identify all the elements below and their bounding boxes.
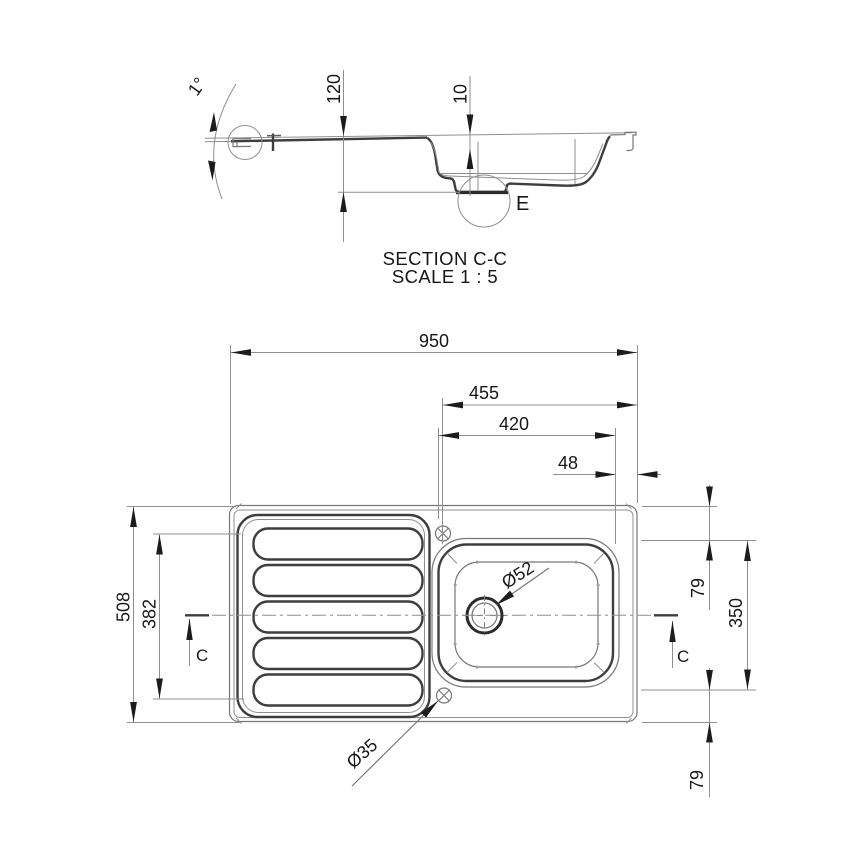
bowl-outline xyxy=(431,537,620,688)
arrow xyxy=(231,349,251,356)
tap-hole-callout: Ø35 xyxy=(343,700,439,787)
bowl-offset-label: 455 xyxy=(469,383,499,403)
detail-circle xyxy=(457,174,511,228)
arrow xyxy=(637,471,658,478)
bowl-top-gap-label: 79 xyxy=(688,578,708,598)
arrow xyxy=(595,432,615,439)
arrow xyxy=(595,471,616,478)
arrow xyxy=(340,116,347,136)
dim-overall-width: 950 xyxy=(230,331,638,504)
tap-hole-bottom-cross xyxy=(438,689,450,702)
drainer-rib xyxy=(252,673,424,707)
depth-label: 120 xyxy=(324,74,344,104)
right-ext-lines xyxy=(641,506,756,723)
dim-bowl-offset: 455 xyxy=(442,383,638,544)
section-marker-right: C xyxy=(677,647,689,666)
left-end-cap xyxy=(232,138,252,148)
sink-rim xyxy=(233,509,634,718)
dim-rim-thickness: 10 xyxy=(451,76,474,196)
bowl-section-outline xyxy=(426,135,611,193)
arrow xyxy=(340,192,347,212)
section-scale: SCALE 1 : 5 xyxy=(392,266,498,287)
right-rim-end xyxy=(609,131,637,152)
section-profile xyxy=(204,125,637,195)
angle-arrow-bottom xyxy=(208,160,216,181)
dim-bowl-edge-gap: 48 xyxy=(553,453,661,478)
angle-label: 1° xyxy=(184,74,210,100)
leader-arrow xyxy=(421,701,438,718)
drainer xyxy=(236,513,431,719)
drainer-rib xyxy=(252,563,424,598)
angle-arc xyxy=(213,83,237,200)
bowl-basin xyxy=(454,561,599,668)
dim-drainer-depth: 382 xyxy=(140,533,244,700)
tap-hole-bottom xyxy=(435,687,453,704)
arrow xyxy=(156,678,163,699)
arrow xyxy=(744,541,751,561)
bowl-section-inner xyxy=(429,141,604,181)
detail-label: E xyxy=(516,193,529,215)
arrow xyxy=(617,349,637,356)
dim-bowl-top-gap: 79 xyxy=(688,485,713,610)
section-arrow-right xyxy=(669,620,676,642)
arrow xyxy=(617,401,637,409)
arrow xyxy=(706,722,713,743)
dim-bowl-bottom-gap: 79 xyxy=(687,668,713,797)
bowl xyxy=(431,537,620,688)
tap-hole-label: Ø35 xyxy=(343,735,382,773)
arrow xyxy=(130,702,137,722)
plan-view: C C 950 455 420 xyxy=(114,331,756,797)
drainer-rib xyxy=(252,527,424,561)
sink-body xyxy=(228,503,638,724)
drainer-surface-line xyxy=(230,136,428,143)
arrow xyxy=(744,669,751,690)
sink-outline xyxy=(228,504,638,723)
left-detail-circle xyxy=(227,125,263,160)
drainer-recess xyxy=(236,513,431,719)
drainer-rib xyxy=(252,636,424,671)
section-view: 1° 120 10 E SECTION C-C SCALE 1 : 5 xyxy=(184,70,637,287)
arrow xyxy=(443,401,463,409)
corner-ticks xyxy=(235,503,632,724)
section-arrow-left xyxy=(186,618,193,640)
basin-tangent-ticks xyxy=(453,560,600,669)
leader-arrow xyxy=(496,590,514,605)
rim-label: 10 xyxy=(451,84,471,104)
drainer-recess-inner xyxy=(242,519,425,713)
overall-width-label: 950 xyxy=(419,331,449,351)
section-marker-left: C xyxy=(196,646,208,665)
overall-depth-label: 508 xyxy=(114,592,134,622)
section-cut-line: C C xyxy=(185,614,689,668)
section-title: SECTION C-C xyxy=(383,248,508,269)
arrow xyxy=(706,486,713,507)
drainer-depth-label: 382 xyxy=(140,599,160,629)
dim-bowl-length: 350 xyxy=(726,540,751,690)
edge-gap-label: 48 xyxy=(558,453,578,473)
arrow xyxy=(439,432,459,439)
arrow xyxy=(706,540,713,561)
arrow xyxy=(466,149,474,169)
leader-line xyxy=(351,700,439,787)
bowl-bottom-gap-label: 79 xyxy=(687,770,707,790)
bowl-rim xyxy=(437,543,615,683)
angle-arrow-top xyxy=(209,112,217,132)
dim-overall-depth: 508 xyxy=(114,506,241,723)
detail-e: E xyxy=(457,174,529,228)
dim-section-depth: 120 xyxy=(324,70,460,242)
bowl-width-label: 420 xyxy=(499,414,529,434)
drain-hole-callout: Ø52 xyxy=(495,557,550,606)
dim-bowl-width: 420 xyxy=(438,414,616,544)
arrow xyxy=(706,670,713,690)
bowl-length-label: 350 xyxy=(726,598,746,628)
basin-corner-lines xyxy=(446,552,605,673)
surface-top-line xyxy=(204,132,633,139)
drain-hole-label: Ø52 xyxy=(498,557,537,592)
dim-angle: 1° xyxy=(184,74,237,200)
arrow xyxy=(466,114,474,135)
drainer-rib xyxy=(252,600,424,634)
arrow xyxy=(156,534,163,555)
arrow xyxy=(130,507,137,527)
